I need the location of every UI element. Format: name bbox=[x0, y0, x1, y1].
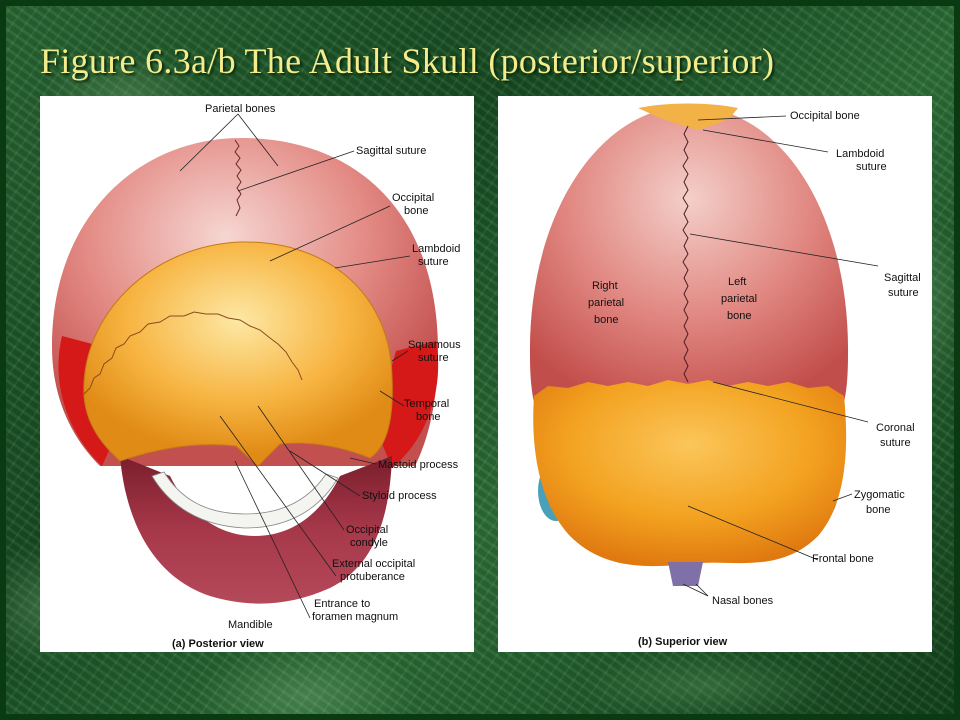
label-zygomatic-bone-1: Zygomatic bbox=[854, 489, 905, 501]
label-foramen-magnum-1: Entrance to bbox=[314, 598, 371, 610]
label-sagittal-suture-b-2: suture bbox=[888, 287, 919, 299]
posterior-view-panel: Parietal bones Sagittal suture Occipital… bbox=[40, 96, 474, 652]
lambdoid-suture-line bbox=[83, 311, 303, 395]
label-lambdoid-suture-a-1: Lambdoid bbox=[412, 243, 461, 255]
caption-posterior-view: (a) Posterior view bbox=[172, 638, 264, 650]
label-occipital-bone-a-1: Occipital bbox=[392, 192, 435, 204]
label-lambdoid-suture-a-2: suture bbox=[418, 256, 449, 268]
label-squamous-suture-2: suture bbox=[418, 352, 449, 364]
sagittal-suture-line bbox=[234, 139, 242, 217]
label-occipital-bone-b: Occipital bone bbox=[790, 110, 860, 122]
label-left-parietal-1: Left bbox=[728, 276, 747, 288]
parietal-bones-shape-b bbox=[529, 106, 849, 416]
label-external-occipital-protuberance-2: protuberance bbox=[340, 571, 405, 583]
label-right-parietal-3: bone bbox=[594, 314, 619, 326]
label-sagittal-suture: Sagittal suture bbox=[356, 145, 427, 157]
label-left-parietal-2: parietal bbox=[721, 293, 758, 305]
label-coronal-suture-1: Coronal bbox=[876, 422, 915, 434]
label-lambdoid-suture-b-2: suture bbox=[856, 161, 887, 173]
label-left-parietal-3: bone bbox=[727, 310, 752, 322]
label-coronal-suture-2: suture bbox=[880, 437, 911, 449]
label-mastoid-process: Mastoid process bbox=[378, 459, 459, 471]
label-occipital-bone-a-2: bone bbox=[404, 205, 429, 217]
label-zygomatic-bone-2: bone bbox=[866, 504, 891, 516]
posterior-skull-illustration bbox=[52, 113, 439, 619]
label-nasal-bones: Nasal bones bbox=[712, 595, 774, 607]
superior-view-panel: Occipital bone Lambdoid suture Right par… bbox=[498, 96, 932, 652]
occipital-bone-shape-b bbox=[638, 103, 738, 130]
label-occipital-condyle-1: Occipital bbox=[346, 524, 389, 536]
label-styloid-process: Styloid process bbox=[362, 490, 437, 502]
nasal-bones-shape bbox=[668, 562, 703, 586]
superior-skull-illustration bbox=[529, 103, 879, 597]
label-right-parietal-1: Right bbox=[592, 280, 618, 292]
caption-superior-view: (b) Superior view bbox=[638, 636, 728, 648]
label-temporal-bone-2: bone bbox=[416, 411, 441, 423]
label-foramen-magnum-2: foramen magnum bbox=[312, 611, 399, 623]
label-mandible: Mandible bbox=[228, 619, 273, 631]
mandible-shape bbox=[120, 456, 392, 604]
sagittal-suture-line-b bbox=[682, 125, 689, 383]
frontal-bone-shape bbox=[533, 380, 847, 567]
label-squamous-suture-1: Squamous bbox=[408, 339, 461, 351]
label-external-occipital-protuberance-1: External occipital bbox=[332, 558, 416, 570]
slide-title: Figure 6.3a/b The Adult Skull (posterior… bbox=[40, 41, 775, 81]
label-occipital-condyle-2: condyle bbox=[350, 537, 388, 549]
label-temporal-bone-1: Temporal bbox=[404, 398, 450, 410]
occipital-bone-shape bbox=[83, 241, 393, 467]
label-sagittal-suture-b-1: Sagittal bbox=[884, 272, 921, 284]
label-frontal-bone: Frontal bone bbox=[812, 553, 874, 565]
label-lambdoid-suture-b-1: Lambdoid bbox=[836, 148, 885, 160]
label-right-parietal-2: parietal bbox=[588, 297, 625, 309]
label-parietal-bones: Parietal bones bbox=[205, 103, 276, 115]
